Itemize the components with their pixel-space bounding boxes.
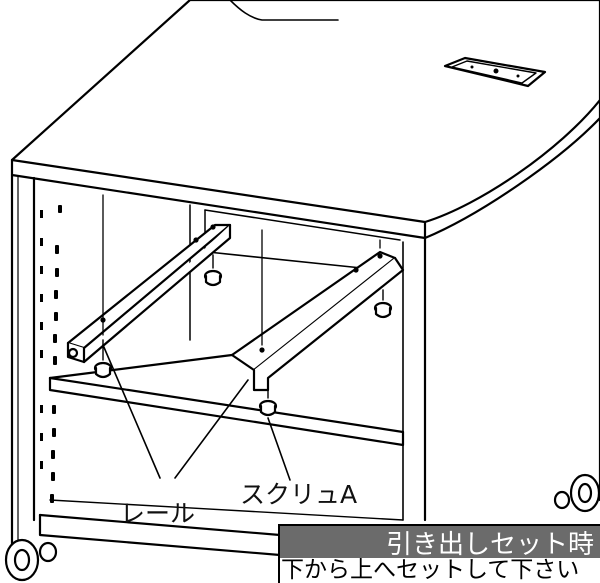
banner-title: 引き出しセット時 — [385, 529, 594, 559]
rail-label: レール — [120, 499, 195, 528]
shelf — [48, 251, 405, 447]
left-side-panel — [10, 173, 36, 550]
guide-lines — [102, 194, 381, 346]
cabinet-base — [38, 499, 404, 557]
right-rail — [230, 250, 405, 392]
left-rail — [66, 223, 232, 364]
screw-left-front — [93, 339, 113, 379]
screw-right-back — [373, 289, 393, 319]
drawer-setting-banner: 引き出しセット時 — [278, 524, 600, 558]
caster-left — [4, 538, 58, 582]
screw-left-back — [203, 254, 223, 287]
leader-lines — [102, 344, 291, 481]
right-side-panel — [402, 116, 600, 522]
top-connector-plate — [443, 56, 547, 88]
screw-right-front — [258, 389, 278, 417]
banner-instruction: 下から上へセットして下さい — [278, 558, 600, 583]
cabinet-top — [10, 0, 600, 240]
left-side-slots — [40, 205, 62, 503]
caster-right — [553, 473, 600, 513]
screw-label: スクリュA — [240, 480, 357, 509]
